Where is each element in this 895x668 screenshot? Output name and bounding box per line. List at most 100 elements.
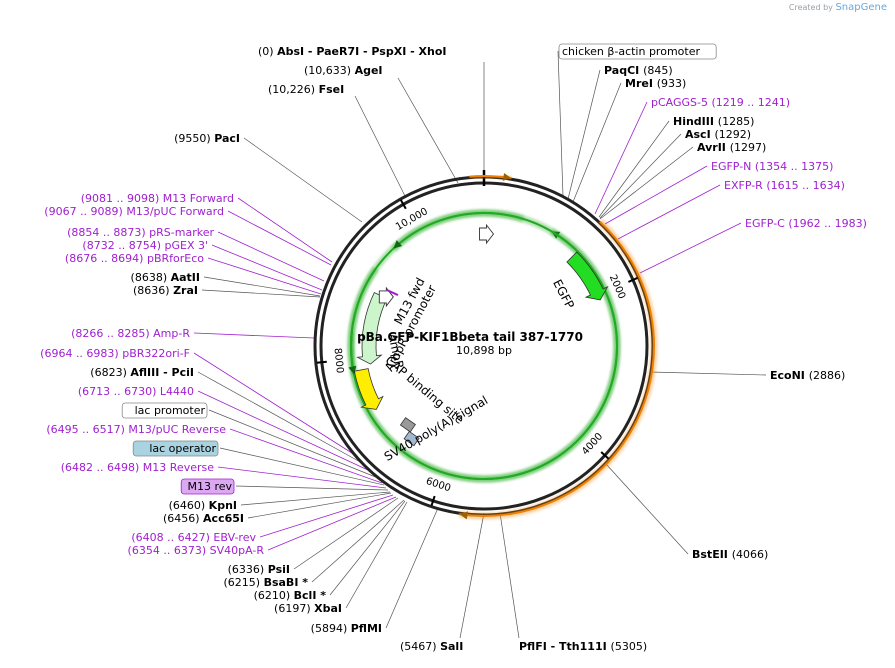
- label-m13-forward: (9081 .. 9098) M13 Forward: [81, 192, 234, 205]
- label-site-name: SalI: [440, 640, 463, 653]
- label-leader-lines: [193, 50, 767, 639]
- label-position: (0): [258, 45, 277, 58]
- label-pbrforeco: (8676 .. 8694) pBRforEco: [65, 252, 204, 265]
- label-position: (1354 .. 1375): [755, 160, 834, 173]
- leader-ebv-rev: [259, 494, 394, 538]
- label-pflfi-tth111i: PflFI - Tth111I (5305): [519, 640, 647, 653]
- label-position: (5467): [400, 640, 440, 653]
- label-sali: (5467) SalI: [400, 640, 463, 653]
- label-site-name: M13 Reverse: [143, 461, 214, 474]
- label-site-name: PflMI: [351, 622, 382, 635]
- leader-kpni: [240, 491, 391, 506]
- feature-ampr: [356, 292, 388, 365]
- label-acc65i: (6456) Acc65I: [163, 512, 244, 525]
- label-position: (1962 .. 1983): [788, 217, 867, 230]
- label-box-chicken-actin-promoter: [558, 43, 717, 60]
- label-position: (1297): [730, 141, 767, 154]
- label-amp-r: (8266 .. 8285) Amp-R: [71, 327, 190, 340]
- label-position: (1292): [715, 128, 752, 141]
- label-box-m13-rev: [180, 478, 235, 495]
- label-site-name: Amp-R: [153, 327, 190, 340]
- ring-tick-4000: [600, 451, 610, 460]
- leader-l4440: [197, 390, 371, 472]
- label-position: (6210): [254, 589, 294, 602]
- leader-bsteii: [605, 463, 689, 555]
- label-lac-operator: lac operator: [149, 442, 216, 455]
- ring-tick-2000: [628, 276, 638, 283]
- leader-pgex-3: [211, 244, 323, 291]
- label-site-name: EGFP-N: [711, 160, 755, 173]
- label-site-name: PacI: [214, 132, 240, 145]
- feature-sv40-poly-a-signal: [399, 417, 416, 433]
- feature-ampr-promoter: [378, 286, 394, 308]
- label-agei: (10,633) AgeI: [304, 64, 383, 77]
- feature-arrows: [353, 223, 609, 447]
- label-xbai: (6197) XbaI: [274, 602, 342, 615]
- leader-agei: [397, 77, 459, 184]
- leader-pflmi: [385, 507, 439, 629]
- label-site-name: EGFP-C: [745, 217, 788, 230]
- label-paqci: PaqCI (845): [604, 64, 673, 77]
- label-position: (6964 .. 6983): [40, 347, 122, 360]
- label-m13-puc-forward: (9067 .. 9089) M13/pUC Forward: [44, 205, 224, 218]
- leader-egfp-c: [639, 222, 742, 274]
- label-position: (1219 .. 1241): [712, 96, 791, 109]
- label-prs-marker: (8854 .. 8873) pRS-marker: [67, 226, 214, 239]
- leader-lac-promoter: [208, 409, 379, 479]
- label-position: (8636): [133, 284, 173, 297]
- site-labels: (9550) PacI(9081 .. 9098) M13 Forward(90…: [40, 43, 867, 653]
- label-box-lac-operator: [132, 440, 219, 457]
- label-position: (6713 .. 6730): [78, 385, 160, 398]
- label-avrii: AvrII (1297): [697, 141, 766, 154]
- label-position: (5894): [311, 622, 351, 635]
- label-position: (6336): [228, 563, 268, 576]
- label-site-name: pCAGGS-5: [651, 96, 712, 109]
- leader-bsabi: [311, 499, 405, 583]
- snapgene-logo: SnapGene: [835, 2, 887, 13]
- label-site-name: EBV-rev: [213, 531, 256, 544]
- label-site-name: BstEII: [692, 548, 732, 561]
- label-mrei: MreI (933): [625, 77, 686, 90]
- leader-aatii: [203, 276, 321, 297]
- label-sv40pa-r: (6354 .. 6373) SV40pA-R: [128, 544, 265, 557]
- label-site-name: AatII: [171, 271, 200, 284]
- label-position: (5305): [611, 640, 648, 653]
- label-site-name: pBRforEco: [147, 252, 204, 265]
- feature-arcs: [347, 172, 658, 520]
- label-hindiii: HindIII (1285): [673, 115, 754, 128]
- leader-xbai: [345, 501, 408, 609]
- leader-chicken-actin-promoter: [557, 50, 564, 197]
- leader-bottom-5467: [459, 512, 485, 639]
- leader-sv40pa-r: [267, 496, 397, 551]
- label-site-name: Acc65I: [203, 512, 244, 525]
- label-position: (933): [657, 77, 687, 90]
- leader-m13-puc-forward: [227, 210, 332, 266]
- leader-avrii: [599, 146, 694, 220]
- leader-bottom-pflfi-tth111i: [499, 512, 520, 639]
- label-aatii: (8638) AatII: [131, 271, 200, 284]
- label-position: (8676 .. 8694): [65, 252, 147, 265]
- plasmid-name: pBa.GFP-KIF1Bbeta tail 387-1770: [357, 330, 583, 344]
- label-site-name: HindIII: [673, 115, 718, 128]
- label-site-name: AbsI - PaeR7I - PspXI - XhoI: [277, 45, 446, 58]
- leader-econi: [649, 371, 767, 376]
- label-site-name: M13/pUC Reverse: [128, 423, 226, 436]
- label-site-name: AscI: [685, 128, 715, 141]
- leader-fsei: [354, 95, 406, 197]
- label-site-name: pBR322ori-F: [122, 347, 190, 360]
- ring-tick-10000: [399, 199, 407, 210]
- leader-pbrforeco: [207, 257, 322, 295]
- label-position: (6197): [274, 602, 314, 615]
- leader-psii: [293, 497, 399, 570]
- feature-chicken-actin-promoter: [479, 223, 495, 245]
- leader-exfp-r: [617, 184, 721, 240]
- leader-asci: [599, 133, 682, 219]
- plasmid-length: 10,898 bp: [456, 344, 512, 357]
- label-site-name: EcoNI: [770, 369, 809, 382]
- leader-pcaggs-5: [594, 101, 648, 215]
- label-position: (6456): [163, 512, 203, 525]
- label-site-name: SV40pA-R: [210, 544, 265, 557]
- leader-mrei: [572, 82, 622, 203]
- feature-cap-binding-site: [403, 430, 420, 447]
